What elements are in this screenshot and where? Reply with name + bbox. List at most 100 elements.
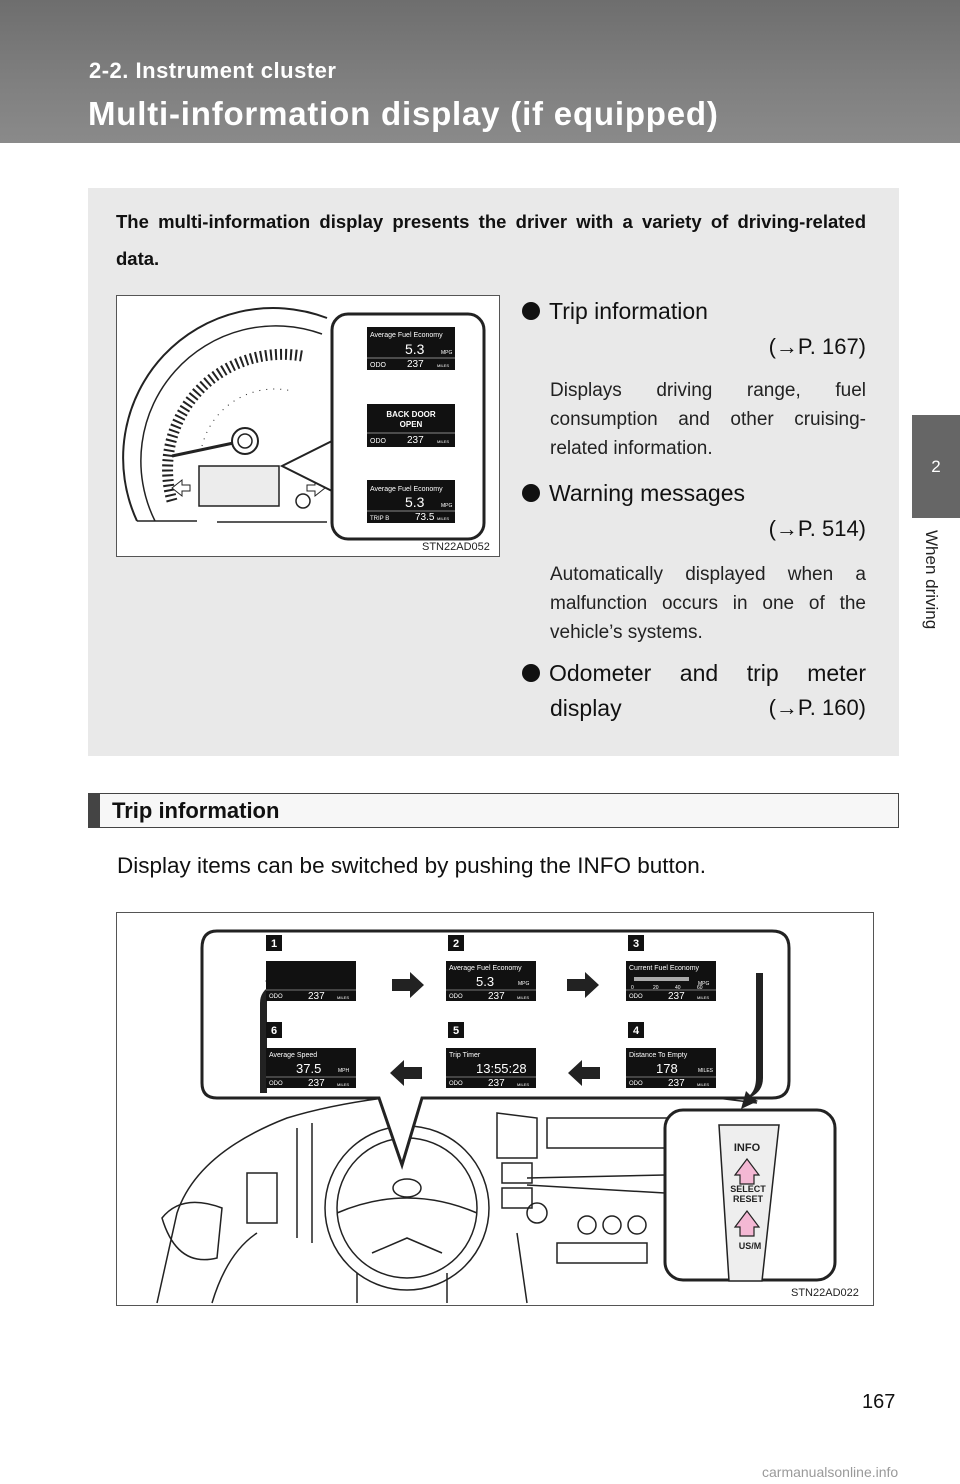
fig1-screen2-msg1: BACK DOOR (386, 410, 436, 419)
page-ref-link[interactable]: (→P. 514) (768, 516, 866, 541)
lcd-value: 178 (656, 1061, 678, 1076)
lcd-gauge (634, 977, 689, 981)
lcd-odo-unit: MILES (697, 995, 709, 1000)
lcd-odo-unit: MILES (337, 1082, 349, 1087)
fig1-screen3-trip: TRIP B (370, 516, 389, 522)
lcd-value: 37.5 (296, 1061, 321, 1076)
watermark: carmanualsonline.info (762, 1464, 899, 1480)
lcd-screen (446, 961, 536, 1001)
bullet-label: Warning messages (549, 480, 746, 506)
lcd-odo-label: ODO (629, 994, 643, 1000)
page-title: Multi-information display (if equipped) (88, 95, 719, 132)
lcd-unit: MPH (338, 1068, 350, 1074)
select-button-label[interactable]: SELECT (730, 1184, 766, 1194)
bullet-icon (522, 484, 540, 502)
lcd-scale-label: 0 (631, 985, 634, 991)
lcd-odo-unit: MILES (337, 995, 349, 1000)
page-ref-link[interactable]: (→P. 160) (768, 695, 866, 720)
lcd-odo-label: ODO (449, 1081, 463, 1087)
lcd-title: Current Fuel Economy (629, 965, 700, 972)
chapter-label: When driving (907, 530, 955, 660)
fig1-screen2-odo-value: 237 (407, 435, 424, 446)
section-heading-text: Trip information (112, 798, 280, 823)
display-cycle-illustration: INFO SELECT RESET US/M 1 2 3 4 5 6 ODO 23… (156, 929, 837, 1304)
bullet-description: Automatically displayed when a malfuncti… (550, 564, 866, 643)
fig1-screen2-msg2: OPEN (400, 420, 423, 429)
fig1-screen1-odo-value: 237 (407, 359, 424, 370)
left-arrow-icon (390, 1060, 422, 1086)
lcd-title: Trip Timer (449, 1052, 481, 1059)
cluster-illustration: Average Fuel Economy 5.3 MPG ODO 237 MIL… (122, 307, 486, 541)
screen-number: 6 (271, 1025, 277, 1037)
lcd-value: 13:55:28 (476, 1061, 527, 1076)
fig1-screen3-value: 5.3 (405, 494, 425, 510)
lcd-unit: MPG (518, 981, 530, 987)
screen-number: 3 (633, 938, 639, 950)
bullet-label: Odometer and trip meter (549, 660, 866, 686)
page-ref-link[interactable]: (→P. 167) (768, 334, 866, 359)
up-arrow-icon (733, 1210, 761, 1237)
lcd-odo-value: 237 (668, 1078, 685, 1089)
fig1-screen1-title: Average Fuel Economy (370, 332, 443, 339)
lcd-scale-label: 60 (697, 985, 703, 991)
bullet-icon (522, 664, 540, 682)
fig1-screen1-odo: ODO (370, 362, 387, 369)
bullet-label: Trip information (549, 298, 708, 324)
fig1-screen3-odo-unit: MILES (437, 516, 449, 521)
fig1-screen3-unit: MPG (441, 503, 453, 509)
figure-code: STN22AD052 (422, 541, 490, 553)
bullet-description: Displays driving range, fuel consumption… (550, 380, 866, 459)
bullet-trip-information: Trip information (522, 298, 708, 325)
lcd-unit: MILES (698, 1068, 714, 1074)
chapter-tab[interactable]: 2 (912, 415, 960, 518)
lcd-screen (266, 1048, 356, 1088)
left-arrow-icon (568, 1060, 600, 1086)
bullet-warning-messages: Warning messages (522, 480, 745, 507)
cluster-figure: Average Fuel Economy 5.3 MPG ODO 237 MIL… (116, 295, 500, 557)
body-text: Display items can be switched by pushing… (117, 853, 707, 878)
lcd-title: Average Speed (269, 1052, 317, 1059)
usm-button-label[interactable]: US/M (739, 1241, 762, 1251)
fig1-screen3-odo-value: 73.5 (415, 512, 435, 523)
fig1-screen3-title: Average Fuel Economy (370, 486, 443, 493)
fig1-screen1-value: 5.3 (405, 341, 425, 357)
lcd-screen (446, 1048, 536, 1088)
right-arrow-icon (392, 972, 424, 998)
figure-code: STN22AD022 (791, 1287, 859, 1299)
lcd-odo-label: ODO (269, 994, 283, 1000)
lcd-odo-label: ODO (629, 1081, 643, 1087)
lcd-odo-value: 237 (308, 1078, 325, 1089)
bullet-odometer: Odometer and trip meter (522, 660, 866, 687)
right-arrow-icon (567, 972, 599, 998)
fig1-screen2-odo-unit: MILES (437, 439, 449, 444)
reset-button-label[interactable]: RESET (733, 1194, 764, 1204)
screen-number: 5 (453, 1025, 459, 1037)
display-cycle-figure: INFO SELECT RESET US/M 1 2 3 4 5 6 ODO 23… (116, 912, 874, 1306)
info-button-label[interactable]: INFO (734, 1142, 761, 1154)
screen-number: 4 (633, 1025, 640, 1037)
lcd-title: Distance To Empty (629, 1052, 688, 1059)
chapter-label-text: When driving (922, 530, 941, 630)
lcd-screen (626, 1048, 716, 1088)
section-heading: Trip information (88, 793, 899, 828)
bullet-label-continued: display (550, 695, 622, 721)
screen-number: 1 (271, 938, 277, 950)
lcd-title: Average Fuel Economy (449, 965, 522, 972)
section-label: 2-2. Instrument cluster (89, 58, 337, 83)
lcd-scale-label: 20 (653, 985, 659, 991)
page-number: 167 (862, 1391, 896, 1413)
bullet-icon (522, 302, 540, 320)
lcd-odo-unit: MILES (517, 1082, 529, 1087)
lcd-value: 5.3 (476, 974, 494, 989)
screen-number: 2 (453, 938, 459, 950)
page-header: 2-2. Instrument cluster Multi-informatio… (0, 0, 960, 143)
lcd-odo-value: 237 (668, 991, 685, 1002)
up-arrow-icon (733, 1158, 761, 1185)
lcd-odo-unit: MILES (697, 1082, 709, 1087)
fig1-screen2-odo: ODO (370, 438, 387, 445)
intro-text: The multi-information display presents t… (116, 211, 866, 269)
lcd-odo-value: 237 (488, 991, 505, 1002)
lcd-odo-unit: MILES (517, 995, 529, 1000)
lcd-odo-value: 237 (488, 1078, 505, 1089)
chapter-number: 2 (931, 456, 941, 476)
